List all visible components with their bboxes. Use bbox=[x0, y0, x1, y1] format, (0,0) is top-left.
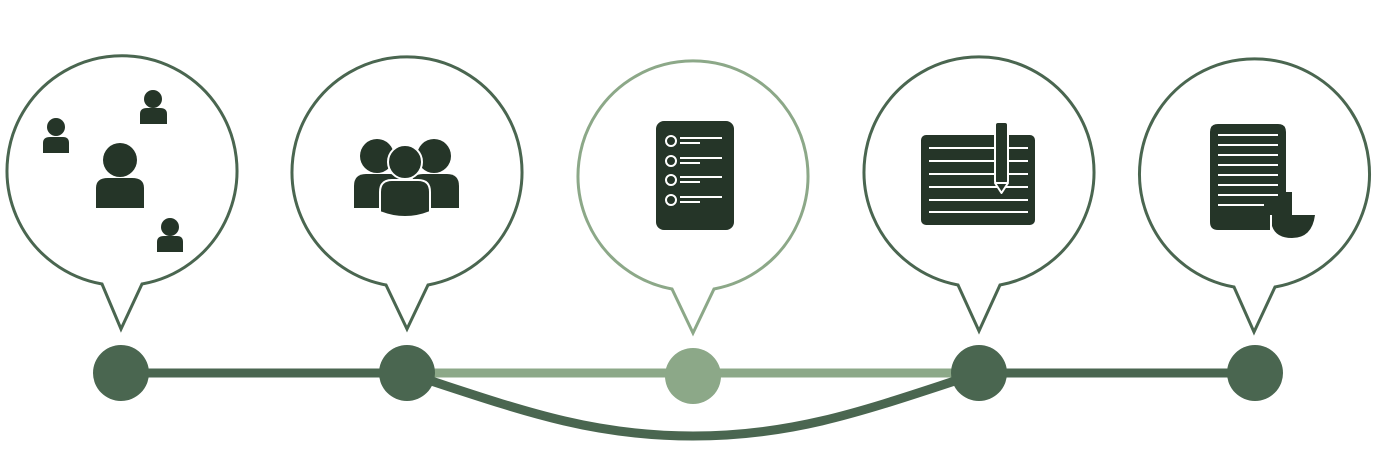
document-with-page-curl-icon bbox=[1210, 124, 1315, 238]
timeline-segments bbox=[121, 368, 1255, 441]
group-of-people-icon bbox=[354, 139, 459, 218]
bubble-step-3 bbox=[576, 59, 810, 337]
bubble-step-1 bbox=[5, 54, 239, 333]
writing-board-pen-icon bbox=[921, 121, 1035, 225]
bubble-step-5 bbox=[1138, 57, 1371, 336]
segment-2-4-curve bbox=[405, 368, 981, 441]
node-step-2 bbox=[379, 345, 435, 401]
bubble-step-2 bbox=[290, 55, 524, 333]
node-step-5 bbox=[1227, 345, 1283, 401]
pen-icon bbox=[994, 121, 1009, 194]
checklist-icon bbox=[656, 121, 734, 230]
node-step-1 bbox=[93, 345, 149, 401]
node-step-3 bbox=[665, 348, 721, 404]
timeline-nodes bbox=[93, 345, 1283, 404]
bubble-step-4 bbox=[862, 55, 1096, 335]
page-curl bbox=[1272, 215, 1315, 238]
scattered-people-icon bbox=[43, 90, 183, 252]
node-step-4 bbox=[951, 345, 1007, 401]
